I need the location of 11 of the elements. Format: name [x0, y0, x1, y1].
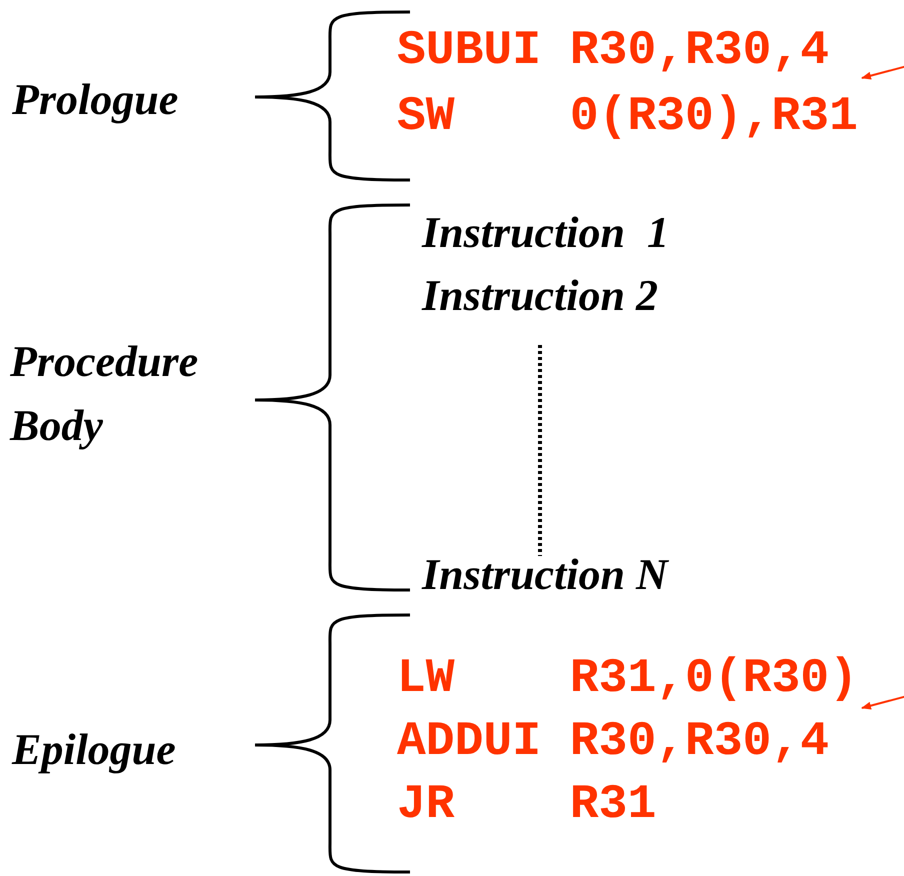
- section-label: Prologue: [12, 74, 180, 126]
- section-label: Epilogue: [12, 724, 177, 776]
- code-line: SUBUI R30,R30,4: [397, 23, 830, 80]
- code-line: SW 0(R30),R31: [397, 89, 858, 146]
- section-label: Instruction N: [422, 549, 670, 601]
- code-line: ADDUI R30,R30,4: [397, 714, 830, 771]
- section-label: Instruction 1: [422, 207, 670, 259]
- section-label: Procedure Body: [10, 336, 200, 452]
- code-line: LW R31,0(R30): [397, 651, 858, 708]
- code-line: JR R31: [397, 777, 656, 834]
- section-label: Instruction 2: [422, 270, 659, 322]
